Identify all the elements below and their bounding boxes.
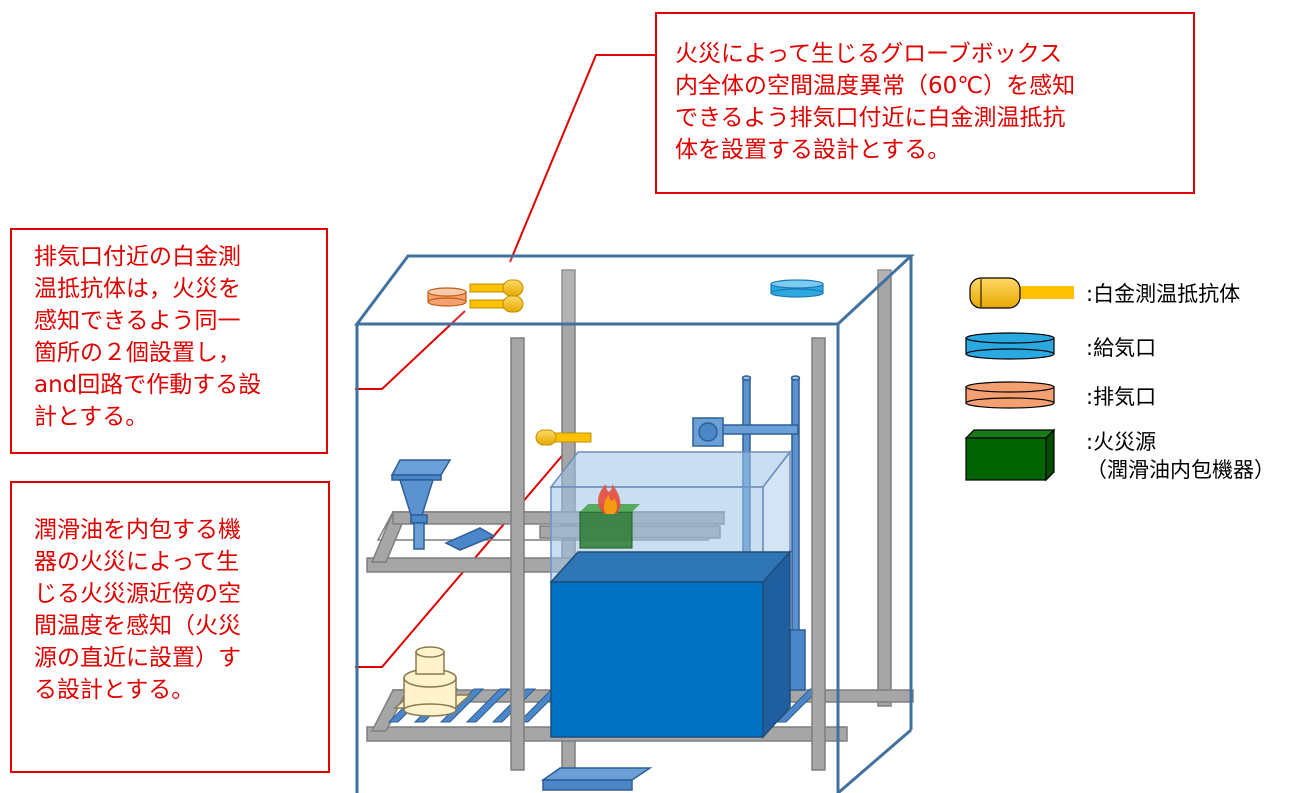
callout-left-upper: 排気口付近の白金測 温抵抗体は，火災を 感知できるよう同一 箇所の２個設置し， …	[10, 228, 328, 454]
callout-left-lower: 潤滑油を内包する機 器の火災によって生 じる火災源近傍の空 間温度を感知（火災 …	[10, 481, 330, 773]
fire-source-equipment	[579, 484, 640, 549]
rtd-sensor-fire-source	[535, 429, 592, 446]
legend-label-exhaust: :排気口	[1086, 385, 1157, 409]
exhaust-vent-legend-icon	[965, 381, 1055, 409]
leader-left-upper	[355, 310, 466, 390]
flame-icon	[598, 484, 621, 514]
leader-top	[509, 54, 655, 263]
legend-icons	[964, 277, 1074, 482]
front-posts	[510, 337, 826, 771]
callout-top-text: 火災によって生じるグローブボックス 内全体の空間温度異常（60℃）を感知 できる…	[675, 41, 1076, 163]
legend-label-supply: :給気口	[1086, 336, 1157, 360]
upper-shelf-plate	[444, 527, 496, 551]
main-equipment-box	[549, 550, 792, 739]
legend-label-fire-source: :火災源 （潤滑油内包機器）	[1086, 430, 1275, 482]
funnel-equipment	[390, 459, 452, 550]
rtd-sensor-pair-exhaust	[469, 279, 524, 313]
fire-source-icon	[964, 428, 1056, 482]
bottle-equipment	[392, 646, 473, 717]
supply-vent-legend-icon	[965, 332, 1055, 360]
floor-plate	[540, 767, 653, 791]
rtd-sensor-icon	[969, 277, 1074, 309]
supply-vent-icon	[770, 279, 824, 298]
exhaust-vent-icon	[427, 287, 467, 307]
callout-left-upper-text: 排気口付近の白金測 温抵抗体は，火災を 感知できるよう同一 箇所の２個設置し， …	[34, 244, 262, 430]
legend-label-rtd: :白金測温抵抗体	[1086, 282, 1241, 306]
callout-left-lower-text: 潤滑油を内包する機 器の火災によって生 じる火災源近傍の空 間温度を感知（火災 …	[34, 517, 241, 703]
callout-top: 火災によって生じるグローブボックス 内全体の空間温度異常（60℃）を感知 できる…	[655, 12, 1195, 194]
enclosure-frame-front	[355, 256, 913, 793]
